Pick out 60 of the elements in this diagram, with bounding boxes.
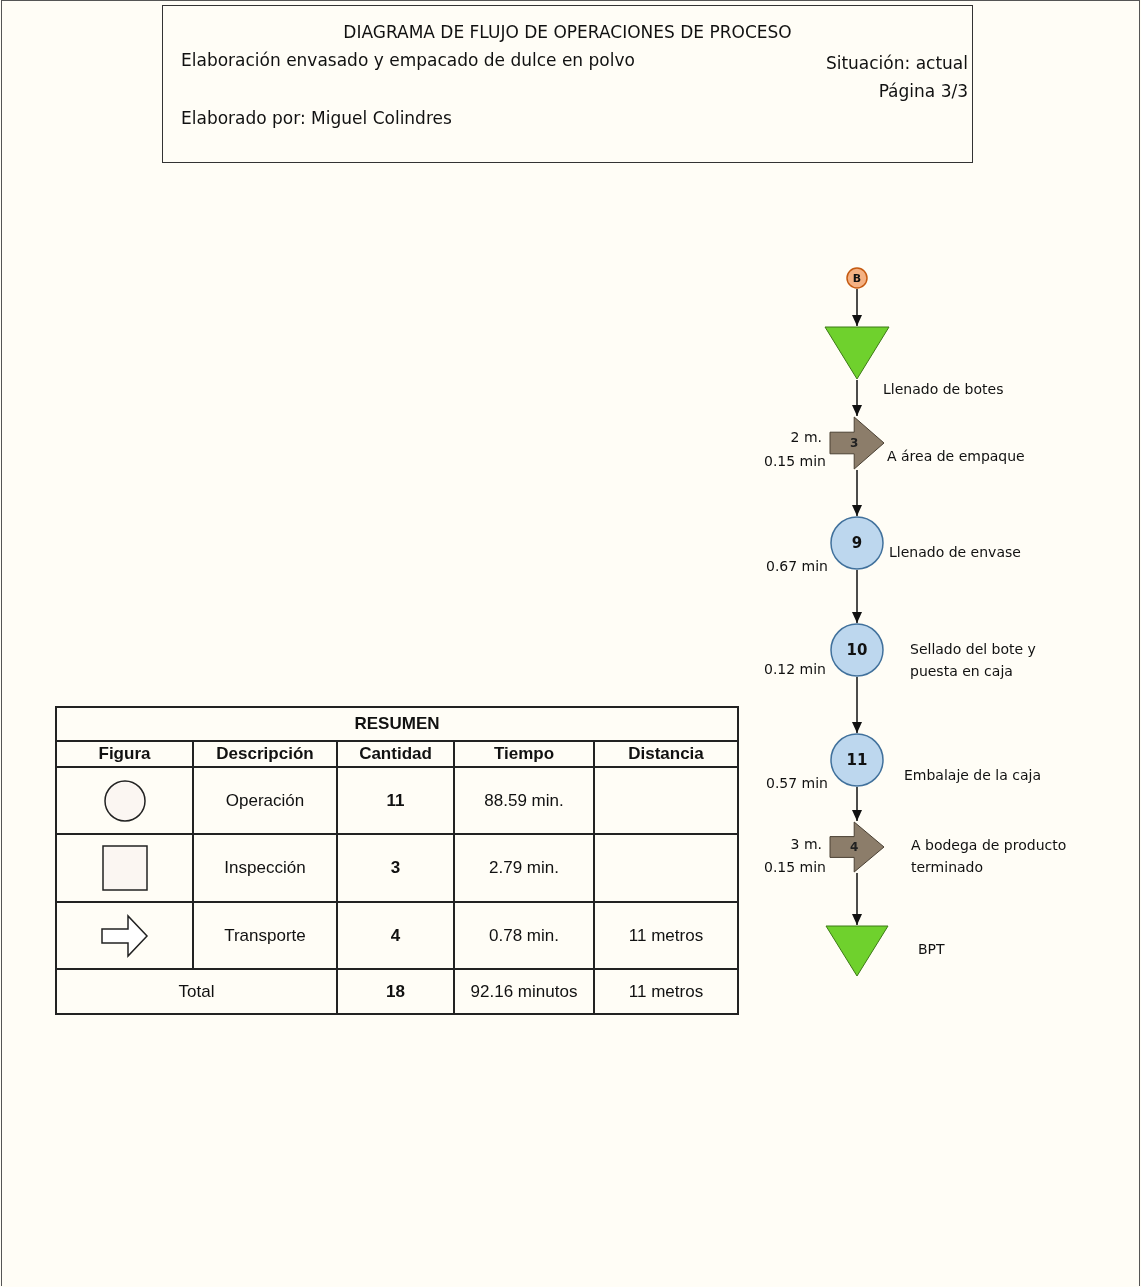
shape-number: 3 — [849, 435, 860, 452]
operation-circle — [830, 623, 884, 677]
column-header: Descripción — [193, 741, 337, 767]
measure-text: 0.15 min — [762, 452, 826, 471]
step-label: Llenado de envase — [889, 543, 1022, 562]
arrow — [852, 469, 862, 517]
step-label: A área de empaque — [887, 447, 1026, 466]
header-text: Elaboración envasado y empacado de dulce en polvo — [181, 50, 635, 70]
table-cell: Total — [56, 969, 337, 1014]
transport-symbol — [829, 416, 885, 470]
header-text: Página 3/3 — [878, 81, 968, 101]
table-cell: 11 — [337, 767, 454, 834]
shape-number: 10 — [845, 640, 869, 661]
step-label: BPT — [918, 940, 946, 959]
column-header: Figura — [56, 741, 193, 767]
measure-text: 0.57 min — [764, 774, 828, 793]
operation-circle — [830, 733, 884, 787]
table-cell: 92.16 minutos — [454, 969, 594, 1014]
table-cell: 11 metros — [594, 902, 738, 969]
column-header: Distancia — [594, 741, 738, 767]
shape-number: 11 — [845, 750, 869, 771]
table-cell: 18 — [337, 969, 454, 1014]
table-cell: Operación — [193, 767, 337, 834]
arrow — [852, 786, 862, 822]
column-header: Cantidad — [337, 741, 454, 767]
storage-triangle — [825, 925, 889, 977]
table-cell: 3 — [337, 834, 454, 902]
measure-text: 0.12 min — [762, 660, 826, 679]
column-header: Tiempo — [454, 741, 594, 767]
arrow — [852, 872, 862, 926]
table-cell: Transporte — [193, 902, 337, 969]
measure-text: 2 m. — [789, 428, 822, 447]
table-cell: 4 — [337, 902, 454, 969]
table-title: RESUMEN — [56, 707, 738, 741]
step-label: A bodega de producto terminado — [911, 836, 1068, 877]
step-label: Embalaje de la caja — [904, 766, 1042, 785]
diagram-title: DIAGRAMA DE FLUJO DE OPERACIONES DE PROCESO — [342, 22, 793, 42]
table-cell: 2.79 min. — [454, 834, 594, 902]
table-cell: 11 metros — [594, 969, 738, 1014]
table-cell: 88.59 min. — [454, 767, 594, 834]
transport-symbol — [829, 821, 885, 873]
operation-circle — [830, 516, 884, 570]
table-cell: 0.78 min. — [454, 902, 594, 969]
shape-number: 4 — [849, 839, 860, 856]
table-cell: Inspección — [193, 834, 337, 902]
measure-text: 0.67 min — [764, 557, 828, 576]
step-label: Llenado de botes — [883, 380, 1005, 399]
arrow — [852, 379, 862, 417]
header-text: Elaborado por: Miguel Colindres — [181, 108, 452, 128]
connector-circle — [846, 267, 868, 289]
measure-text: 3 m. — [789, 835, 822, 854]
shape-number: B — [851, 270, 863, 287]
header-text: Situación: actual — [825, 53, 968, 73]
arrow — [852, 288, 862, 327]
arrow — [852, 676, 862, 734]
storage-triangle — [824, 326, 890, 380]
arrow — [852, 569, 862, 624]
measure-text: 0.15 min — [762, 858, 826, 877]
shape-number: 9 — [850, 533, 864, 554]
step-label: Sellado del bote y puesta en caja — [910, 640, 1037, 681]
